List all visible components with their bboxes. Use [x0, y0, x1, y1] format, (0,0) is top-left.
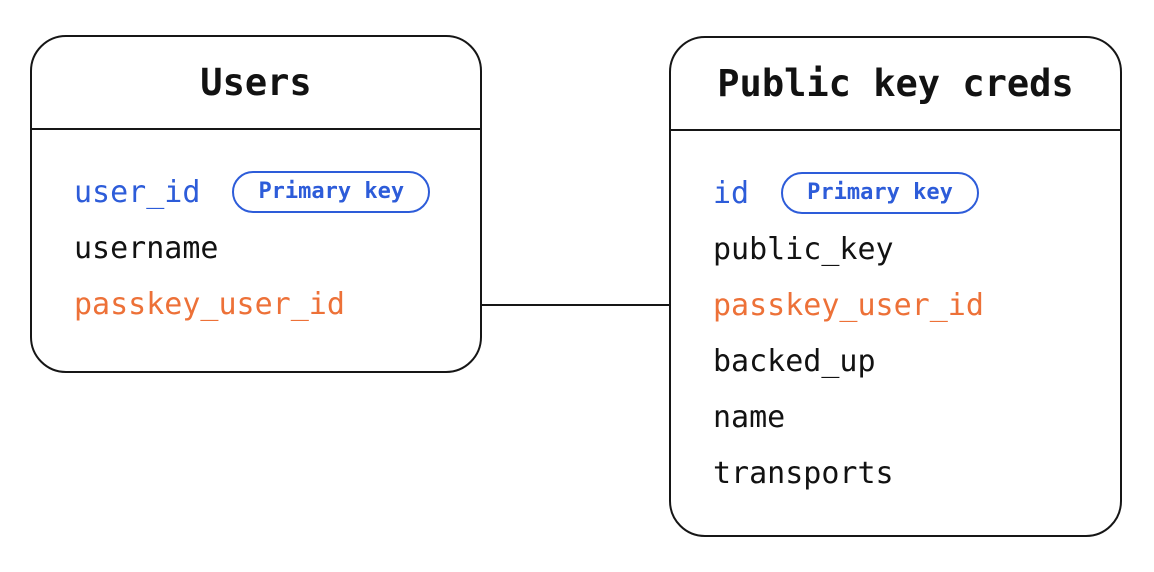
field-transports: transports	[713, 445, 1104, 501]
field-username: username	[74, 220, 464, 276]
field-name: backed_up	[713, 343, 876, 379]
table-field-list: id Primary key public_key passkey_user_i…	[671, 131, 1120, 501]
table-title: Users	[32, 37, 480, 130]
field-name: passkey_user_id	[713, 287, 984, 323]
field-public_key: public_key	[713, 221, 1104, 277]
field-name: passkey_user_id	[74, 286, 345, 322]
field-name: transports	[713, 455, 894, 491]
field-backed_up: backed_up	[713, 333, 1104, 389]
table-title: Public key creds	[671, 38, 1120, 131]
field-id: id Primary key	[713, 165, 1104, 221]
field-name: name	[713, 389, 1104, 445]
table-field-list: user_id Primary key username passkey_use…	[32, 130, 480, 332]
primary-key-badge: Primary key	[232, 171, 431, 213]
field-name: username	[74, 230, 219, 266]
field-name: id	[713, 175, 750, 211]
table-users: Users user_id Primary key username passk…	[30, 35, 482, 373]
relationship-line	[482, 304, 669, 306]
field-passkey_user_id: passkey_user_id	[713, 277, 1104, 333]
field-passkey_user_id: passkey_user_id	[74, 276, 464, 332]
field-name: name	[713, 399, 786, 435]
field-name: public_key	[713, 231, 894, 267]
table-public-key-creds: Public key creds id Primary key public_k…	[669, 36, 1122, 537]
field-name: user_id	[74, 174, 201, 210]
primary-key-badge: Primary key	[781, 172, 979, 214]
field-user_id: user_id Primary key	[74, 164, 464, 220]
